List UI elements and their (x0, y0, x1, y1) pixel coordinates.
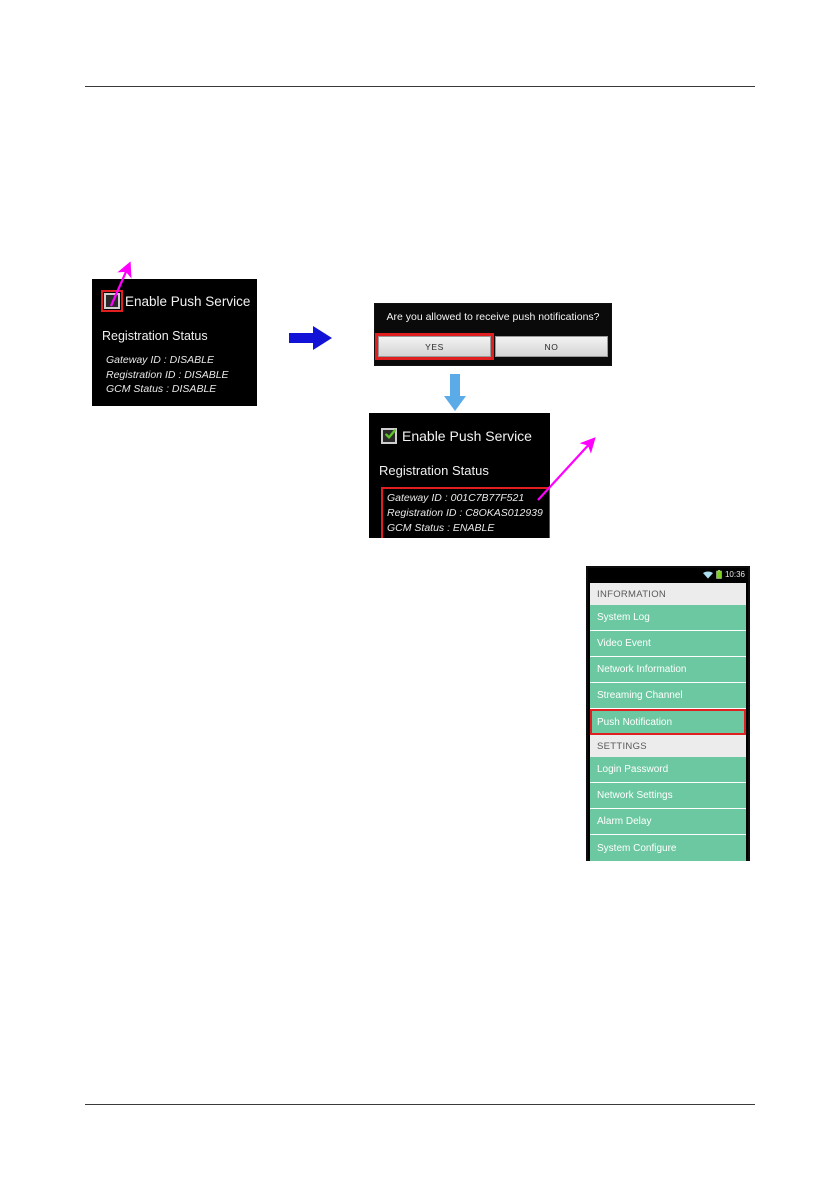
status-bar-clock: 10:36 (724, 569, 745, 579)
menu-item-system-configure[interactable]: System Configure (590, 835, 746, 861)
push-service-panel-enabled: Enable Push Service Registration Status … (369, 413, 550, 538)
check-icon (385, 429, 396, 439)
enable-push-service-row-disabled[interactable]: Enable Push Service (101, 290, 251, 312)
header-rule (85, 86, 755, 87)
menu-item-streaming-channel[interactable]: Streaming Channel (590, 683, 746, 709)
enable-push-service-checkbox-unchecked[interactable] (101, 290, 123, 312)
android-device-screen: 10:36 INFORMATION System Log Video Event… (586, 566, 750, 861)
registration-status-title: Registration Status (102, 329, 208, 343)
status-line-gateway-id-value: Gateway ID : 001C7B77F521 (387, 492, 525, 504)
enable-push-service-checkbox-checked[interactable] (381, 428, 397, 444)
enable-push-service-label: Enable Push Service (125, 293, 251, 309)
status-line-registration-id-value: Registration ID : C8OKAS012939 (387, 507, 543, 519)
registration-status-title-enabled: Registration Status (379, 463, 489, 478)
status-line-gcm-status-value: GCM Status : ENABLE (387, 522, 495, 534)
enable-push-service-label-enabled: Enable Push Service (402, 428, 532, 444)
menu-header-settings: SETTINGS (590, 735, 746, 757)
registration-status-values-disabled: Gateway ID : DISABLE Registration ID : D… (106, 353, 229, 397)
dialog-yes-button[interactable]: YES (375, 333, 494, 360)
registration-status-values-enabled: Gateway ID : 001C7B77F521 Registration I… (381, 487, 550, 538)
menu-item-push-notification[interactable]: Push Notification (590, 709, 746, 735)
push-service-panel-disabled: Enable Push Service Registration Status … (92, 279, 257, 406)
menu-item-network-information[interactable]: Network Information (590, 657, 746, 683)
right-arrow-icon (289, 326, 332, 350)
menu-header-information: INFORMATION (590, 583, 746, 605)
menu-item-video-event[interactable]: Video Event (590, 631, 746, 657)
wifi-icon (702, 571, 713, 579)
settings-menu-list: INFORMATION System Log Video Event Netwo… (590, 583, 746, 861)
status-line-registration-id: Registration ID : DISABLE (106, 368, 229, 381)
status-line-gateway-id: Gateway ID : DISABLE (106, 354, 214, 366)
dialog-button-row: YES NO (375, 333, 608, 360)
menu-item-network-settings[interactable]: Network Settings (590, 783, 746, 809)
android-status-bar: 10:36 (588, 568, 748, 581)
dialog-no-button[interactable]: NO (495, 336, 608, 357)
battery-icon (716, 570, 722, 579)
menu-item-login-password[interactable]: Login Password (590, 757, 746, 783)
menu-item-alarm-delay[interactable]: Alarm Delay (590, 809, 746, 835)
push-permission-dialog: Are you allowed to receive push notifica… (374, 303, 612, 366)
menu-item-system-log[interactable]: System Log (590, 605, 746, 631)
status-line-gcm-status: GCM Status : DISABLE (106, 383, 217, 395)
enable-push-service-row-enabled[interactable]: Enable Push Service (381, 428, 532, 444)
footer-rule (85, 1104, 755, 1105)
dialog-message: Are you allowed to receive push notifica… (386, 311, 600, 323)
down-arrow-icon (444, 374, 466, 411)
